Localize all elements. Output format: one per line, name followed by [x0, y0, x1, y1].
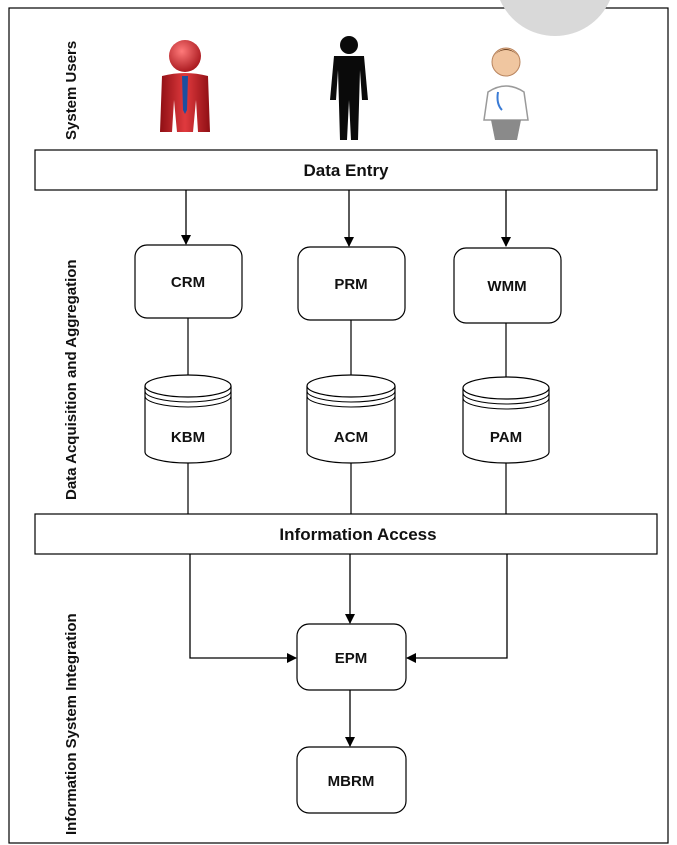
section-label-users: System Users — [63, 41, 80, 140]
person-silhouette-icon — [330, 36, 368, 140]
doctor-icon — [483, 47, 529, 140]
acm-label: ACM — [334, 429, 368, 446]
information-access-label: Information Access — [279, 525, 436, 544]
information-access-bar — [34, 513, 658, 555]
arrow-access-epm-right — [406, 554, 508, 663]
kbm-label: KBM — [171, 429, 205, 446]
businessman-red-icon — [160, 40, 210, 132]
data-entry-label: Data Entry — [303, 161, 389, 180]
pam-database — [462, 376, 550, 464]
pam-label: PAM — [490, 429, 522, 446]
diagram-frame — [8, 7, 669, 844]
epm-box — [296, 623, 407, 691]
prm-label: PRM — [334, 276, 367, 293]
mbrm-box — [296, 746, 407, 814]
mbrm-label: MBRM — [328, 773, 375, 790]
epm-label: EPM — [335, 650, 368, 667]
crm-label: CRM — [171, 274, 205, 291]
corner-decoration — [500, 0, 610, 37]
kbm-database — [144, 374, 232, 464]
section-label-acquisition: Data Acquisition and Aggregation — [63, 259, 80, 500]
acm-database — [306, 374, 396, 464]
arrow-access-epm-left — [189, 554, 297, 663]
data-entry-bar — [34, 149, 658, 191]
wmm-label: WMM — [487, 278, 526, 295]
wmm-box — [453, 247, 562, 324]
section-label-integration: Information System Integration — [63, 613, 80, 835]
